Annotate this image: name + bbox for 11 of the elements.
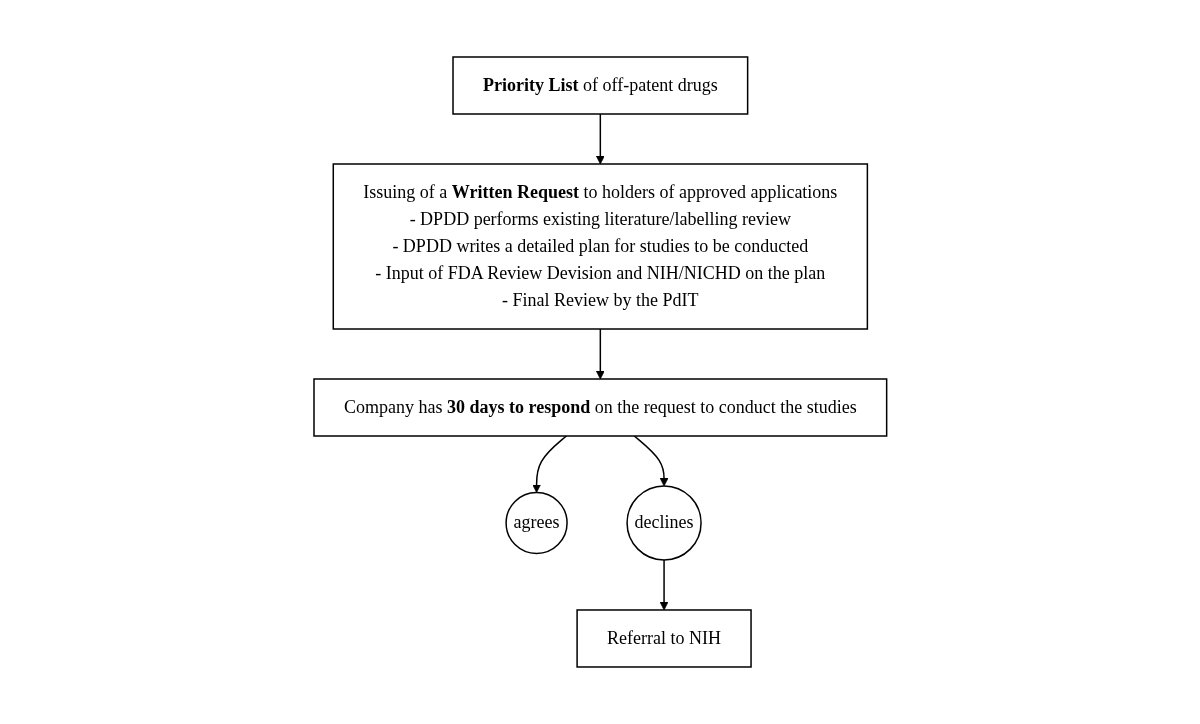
arrow: [595, 328, 605, 380]
arrow: [531, 435, 567, 493]
node-box: Referral to NIH: [576, 609, 752, 668]
arrow: [633, 435, 669, 487]
node-circle: declines: [626, 485, 702, 561]
arrow: [659, 559, 669, 611]
node-box: Issuing of a Written Request to holders of approved applications - DPDD performs existing literature/labelling review - DPDD writes a detailed plan for studies to be conducted - Input of FDA Review Devision and NIH/NICHD on the plan - Final Review by the PdIT: [332, 163, 868, 330]
node-box: Company has 30 days to respond on the request to conduct the studies: [312, 378, 888, 437]
arrow: [595, 113, 605, 165]
node-circle: agrees: [505, 491, 568, 555]
node-box: Priority List of off-patent drugs: [451, 56, 749, 115]
